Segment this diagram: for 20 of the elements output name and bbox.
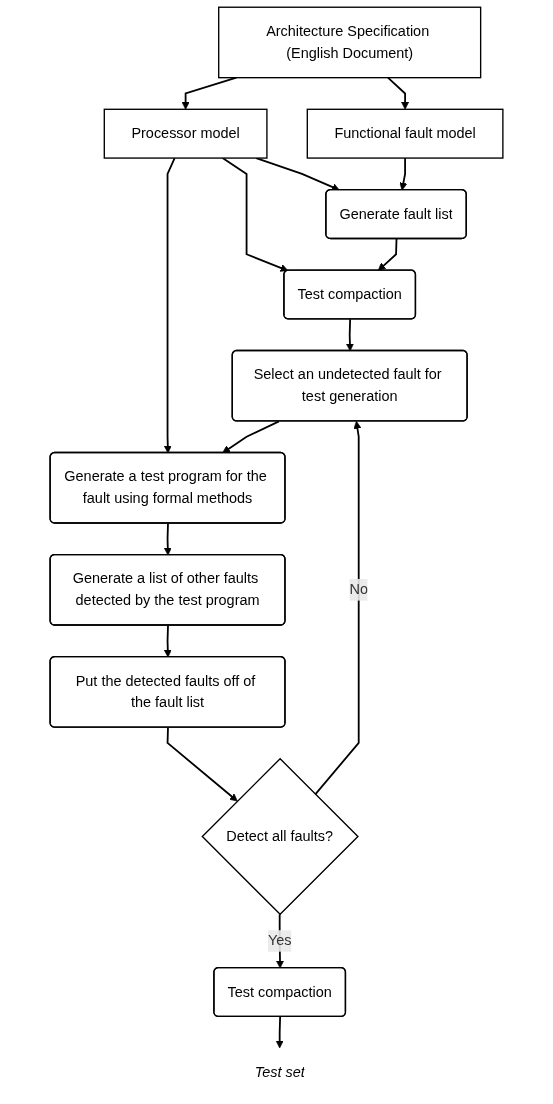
node-box: Processor model <box>103 108 268 159</box>
node-box: Functional fault model <box>306 108 504 159</box>
arrow <box>222 420 280 454</box>
arrow <box>399 157 408 191</box>
arrow <box>345 318 354 352</box>
arrow <box>275 1015 284 1049</box>
node-box: Architecture Specification (English Document) <box>218 6 482 79</box>
edge-label: Yes <box>267 932 292 949</box>
node-text: Test set <box>254 1064 305 1080</box>
arrow <box>166 726 238 802</box>
arrow <box>163 624 172 658</box>
arrow <box>377 238 398 271</box>
arrow <box>387 76 410 110</box>
arrow <box>314 421 362 796</box>
arrow <box>181 76 238 110</box>
arrow <box>163 157 176 454</box>
edge-label: No <box>349 581 368 598</box>
arrow <box>221 157 289 272</box>
arrow <box>163 522 172 556</box>
node-diamond: Detect all faults? <box>201 757 359 916</box>
